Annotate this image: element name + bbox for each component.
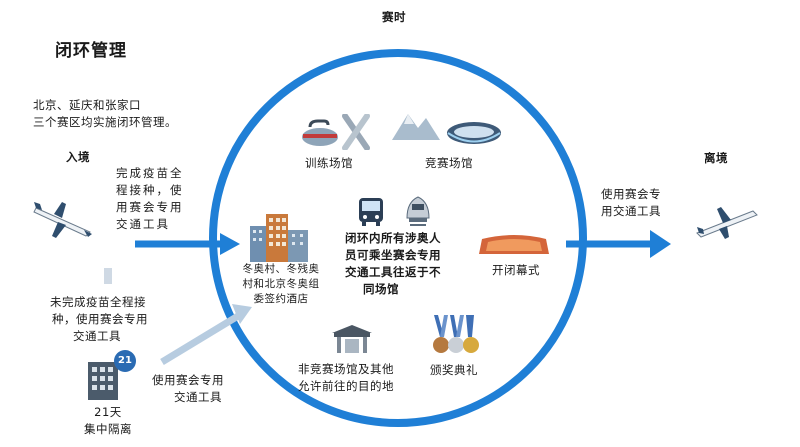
unvaccinated-line: 未完成疫苗全程接 xyxy=(50,295,146,309)
ceremony-stage-icon xyxy=(479,235,549,254)
intro-text: 北京、延庆和张家口 三个赛区均实施闭环管理。 xyxy=(33,97,177,131)
competition-venue-label: 竞赛场馆 xyxy=(425,156,473,170)
quarantine-hotel-icon: 21 xyxy=(86,350,138,400)
hotel-text: 冬奥村、冬残奥 村和北京冬奥组 委签约酒店 xyxy=(238,262,324,307)
after-quarantine-line: 使用赛会专用 xyxy=(152,373,224,387)
medal-ceremony-label: 颁奖典礼 xyxy=(430,363,478,377)
stadium-icon xyxy=(447,122,501,144)
hotel-line: 村和北京冬奥组 xyxy=(242,278,320,290)
vaccinated-line: 完成疫苗全 xyxy=(116,166,184,180)
center-line: 闭环内所有涉奥人 xyxy=(345,231,441,245)
center-text: 闭环内所有涉奥人 员可乘坐赛会专用 交通工具往返于不 同场馆 xyxy=(345,230,441,298)
exit-line: 用交通工具 xyxy=(601,204,661,218)
unvaccinated-text: 未完成疫苗全程接 种，使用赛会专用 交通工具 xyxy=(50,294,148,345)
training-venue-label: 训练场馆 xyxy=(305,156,353,170)
exit-label: 离境 xyxy=(704,151,728,165)
vaccinated-line: 交通工具 xyxy=(116,217,170,231)
non-competition-text: 非竞赛场馆及其他 允许前往的目的地 xyxy=(298,361,394,395)
entry-stub xyxy=(104,268,112,284)
crossed-skates-icon xyxy=(342,114,370,150)
exit-line: 使用赛会专 xyxy=(601,187,661,201)
intro-line: 北京、延庆和张家口 xyxy=(33,98,141,112)
unvaccinated-line: 交通工具 xyxy=(73,329,121,343)
train-icon xyxy=(406,196,430,226)
center-line: 同场馆 xyxy=(363,282,399,296)
exit-arrow xyxy=(566,230,671,258)
airplane-landing-icon xyxy=(33,202,92,238)
center-line: 交通工具往返于不 xyxy=(345,265,441,279)
after-quarantine-text: 使用赛会专用 交通工具 xyxy=(152,372,224,406)
ceremony-label: 开闭幕式 xyxy=(492,263,540,277)
unvaccinated-line: 种，使用赛会专用 xyxy=(52,312,148,326)
vaccinated-line: 程接种，使 xyxy=(116,183,184,197)
non-competition-line: 非竞赛场馆及其他 xyxy=(298,362,394,376)
main-title: 闭环管理 xyxy=(55,41,127,61)
airplane-departure-icon xyxy=(696,207,758,239)
mountain-venue-icon xyxy=(392,114,440,140)
hotel-line: 冬奥村、冬残奥 xyxy=(242,263,320,275)
vaccinated-text: 完成疫苗全 程接种，使 用赛会专用 交通工具 xyxy=(116,165,184,233)
quarantine-text: 21天 集中隔离 xyxy=(80,404,136,438)
quarantine-days-badge: 21 xyxy=(114,350,136,372)
bus-icon xyxy=(359,198,383,226)
entry-label: 入境 xyxy=(66,150,90,164)
center-line: 员可乘坐赛会专用 xyxy=(345,248,441,262)
intro-line: 三个赛区均实施闭环管理。 xyxy=(33,115,177,129)
after-quarantine-line: 交通工具 xyxy=(174,390,222,404)
vaccinated-line: 用赛会专用 xyxy=(116,200,184,214)
hotel-buildings-icon xyxy=(250,214,308,262)
pavilion-icon xyxy=(332,325,372,353)
quarantine-line: 集中隔离 xyxy=(84,422,132,436)
entry-arrow xyxy=(135,233,240,255)
quarantine-line: 21天 xyxy=(94,405,122,419)
non-competition-line: 允许前往的目的地 xyxy=(298,379,394,393)
period-title: 赛时 xyxy=(382,10,406,24)
medals-icon xyxy=(433,315,479,353)
curling-stone-icon xyxy=(302,119,338,146)
closed-loop-ring xyxy=(209,49,587,427)
hotel-line: 委签约酒店 xyxy=(253,293,309,305)
quarantine-arrow xyxy=(160,304,252,365)
exit-text: 使用赛会专 用交通工具 xyxy=(601,186,661,220)
